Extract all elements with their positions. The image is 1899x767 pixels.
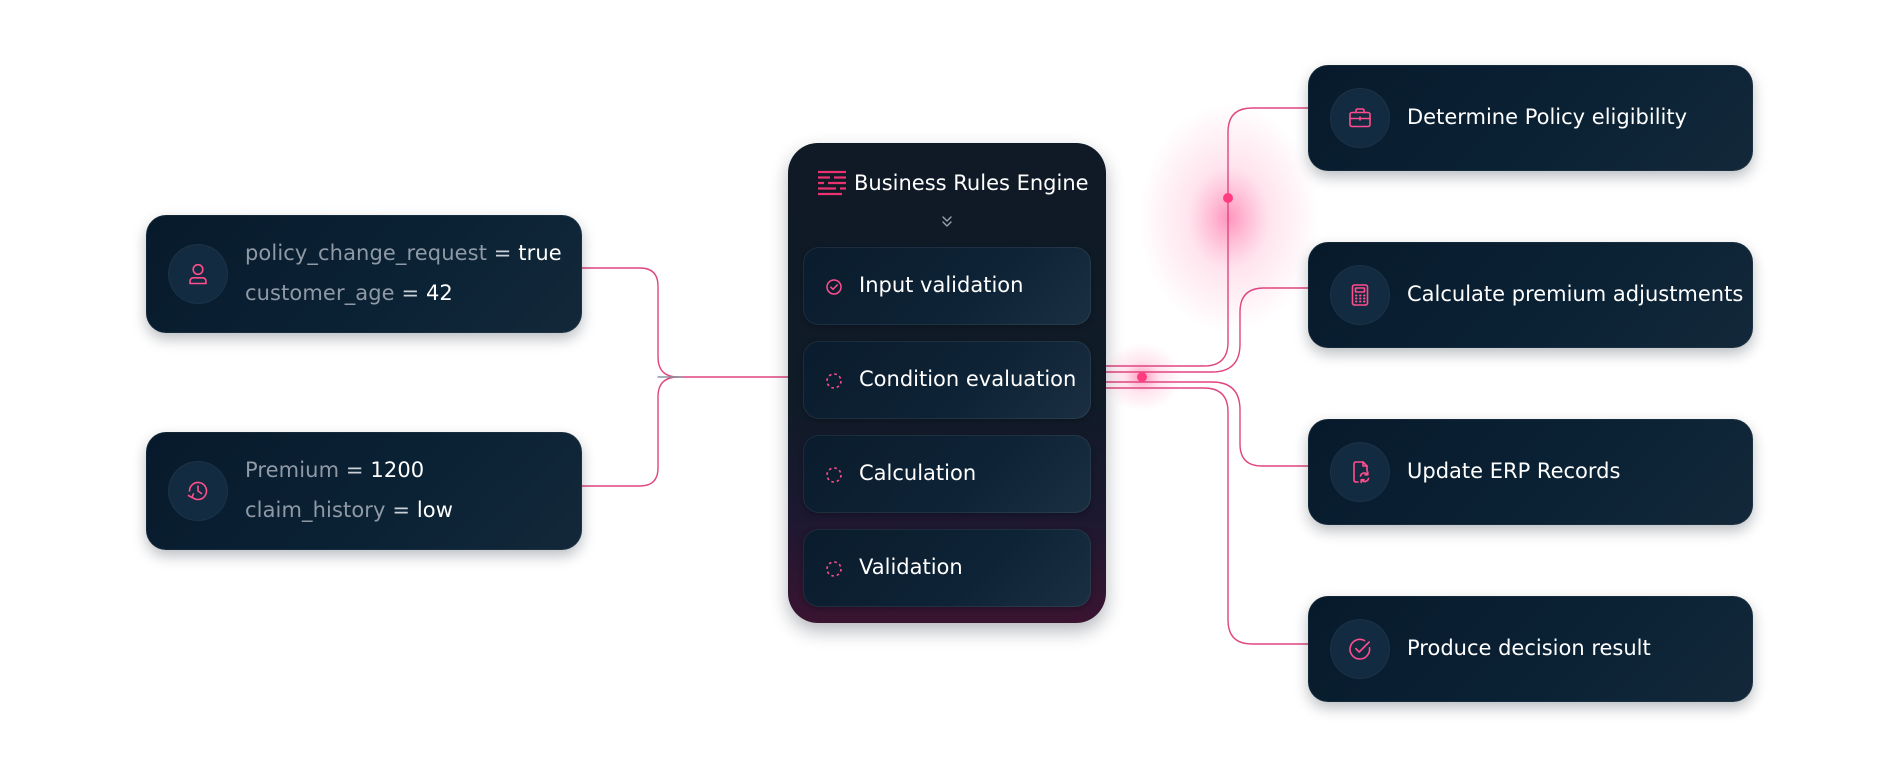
- input-card-policy: policy_change_request = true customer_ag…: [146, 215, 582, 333]
- step-label: Condition evaluation: [859, 367, 1077, 391]
- input-value: 1200: [370, 458, 425, 482]
- input-value: 42: [425, 281, 453, 305]
- input-key: customer_age: [245, 281, 395, 305]
- calculator-icon: [1330, 265, 1390, 325]
- equals-sign: =: [385, 498, 417, 522]
- business-rules-engine: Business Rules Engine Input validation C…: [788, 143, 1106, 623]
- output-connector-2: [1105, 287, 1309, 373]
- input-value: true: [518, 241, 562, 265]
- output-connector-4: [1105, 387, 1309, 645]
- input-connector-1: [581, 267, 789, 378]
- output-label: Determine Policy eligibility: [1407, 105, 1688, 129]
- step-calculation: Calculation: [803, 435, 1091, 513]
- input-value: low: [416, 498, 453, 522]
- rules-engine-logo-icon: [818, 170, 846, 196]
- spinner-icon: [826, 561, 842, 577]
- check-circle-icon: [826, 279, 842, 295]
- output-card-eligibility: Determine Policy eligibility: [1308, 65, 1753, 171]
- spinner-icon: [826, 467, 842, 483]
- output-connector-1: [1105, 107, 1309, 367]
- input-field-line: policy_change_request = true: [245, 241, 562, 265]
- connector-node: [1137, 372, 1147, 382]
- connector-glow: [1139, 103, 1319, 333]
- equals-sign: =: [487, 241, 519, 265]
- equals-sign: =: [339, 458, 371, 482]
- check-circle-icon: [1330, 619, 1390, 679]
- connector-node: [1223, 193, 1233, 203]
- step-label: Validation: [859, 555, 963, 579]
- output-label: Calculate premium adjustments: [1407, 282, 1744, 306]
- input-field-line: Premium = 1200: [245, 458, 424, 482]
- input-key: claim_history: [245, 498, 386, 522]
- spinner-icon: [826, 373, 842, 389]
- input-field-line: claim_history = low: [245, 498, 453, 522]
- step-condition-evaluation: Condition evaluation: [803, 341, 1091, 419]
- input-key: Premium: [245, 458, 340, 482]
- input-key: policy_change_request: [245, 241, 488, 265]
- equals-sign: =: [394, 281, 426, 305]
- output-card-erp: Update ERP Records: [1308, 419, 1753, 525]
- step-validation: Validation: [803, 529, 1091, 607]
- step-label: Input validation: [859, 273, 1024, 297]
- user-icon: [168, 244, 228, 304]
- briefcase-icon: [1330, 88, 1390, 148]
- history-icon: [168, 461, 228, 521]
- output-connector-3: [1105, 381, 1309, 467]
- output-label: Produce decision result: [1407, 636, 1651, 660]
- step-input-validation: Input validation: [803, 247, 1091, 325]
- output-label: Update ERP Records: [1407, 459, 1621, 483]
- input-card-premium: Premium = 1200 claim_history = low: [146, 432, 582, 550]
- output-card-decision: Produce decision result: [1308, 596, 1753, 702]
- input-connector-2: [581, 376, 679, 487]
- output-card-premium: Calculate premium adjustments: [1308, 242, 1753, 348]
- chevron-double-down-icon: [942, 216, 952, 227]
- document-refresh-icon: [1330, 442, 1390, 502]
- connector-glow: [1102, 343, 1182, 411]
- input-field-line: customer_age = 42: [245, 281, 453, 305]
- engine-title: Business Rules Engine: [854, 171, 1089, 195]
- step-label: Calculation: [859, 461, 977, 485]
